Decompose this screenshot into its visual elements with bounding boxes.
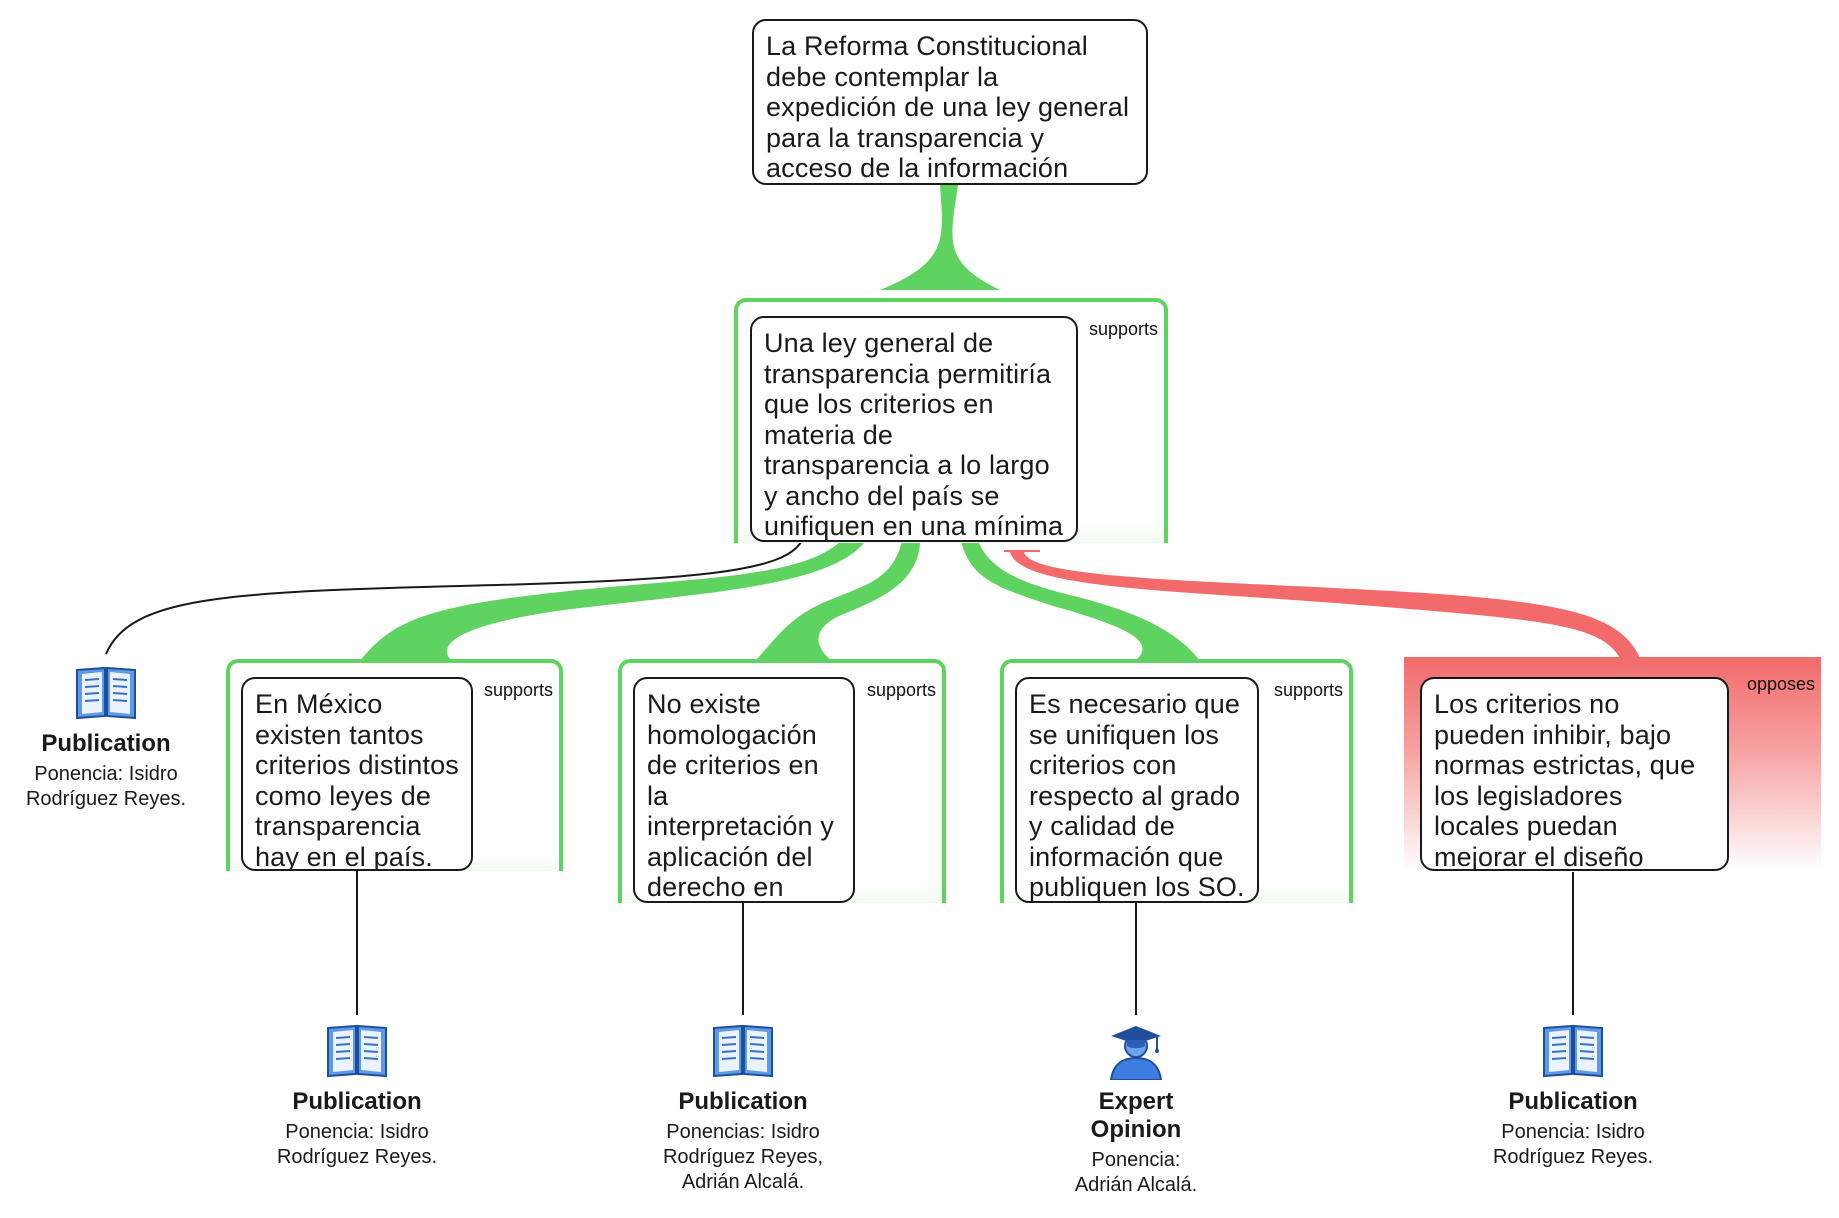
evidence-5-type: Publication (1508, 1088, 1638, 1115)
evidence-5[interactable]: Publication Ponencia: Isidro Rodríguez R… (1473, 1020, 1673, 1170)
evidence-3[interactable]: Publication Ponencias: Isidro Rodríguez … (633, 1020, 853, 1195)
root-claim-node[interactable]: La Reforma Constitucional debe contempla… (752, 19, 1148, 185)
evidence-4[interactable]: Expert Opinion Ponencia: Adrián Alcalá. (1036, 1020, 1236, 1198)
reason-4-node[interactable]: Los criterios no pueden inhibir, bajo no… (1420, 677, 1729, 871)
evidence-3-type: Publication (678, 1088, 808, 1115)
root-claim-text: La Reforma Constitucional debe contempla… (766, 31, 1130, 183)
evidence-1-description: Ponencia: Isidro Rodríguez Reyes. (25, 763, 187, 810)
book-icon (713, 1024, 773, 1078)
reason-3-text: Es necesario que se unifiquen los criter… (1029, 689, 1245, 902)
graduate-icon (1109, 1026, 1163, 1080)
evidence-3-description: Ponencias: Isidro Rodríguez Reyes, Adriá… (662, 1121, 824, 1193)
reason-1-node[interactable]: En México existen tantos criterios disti… (241, 677, 473, 871)
claim-reason-1-connector (360, 536, 869, 661)
claim-evidence-1-link (105, 537, 804, 655)
reason-3-relation-label: supports (1273, 680, 1343, 700)
claim-relation-label: supports (1088, 319, 1158, 339)
claim-reason-3-connector (960, 536, 1200, 661)
reason-1-relation-label: supports (483, 680, 553, 700)
reason-2-node[interactable]: No existe homologación de criterios en l… (633, 677, 855, 903)
claim-text: Una ley general de transparencia permiti… (764, 328, 1064, 541)
reason-2-relation-label: supports (866, 680, 936, 700)
evidence-1[interactable]: Publication Ponencia: Isidro Rodríguez R… (6, 662, 206, 812)
reason-2-text: No existe homologación de criterios en l… (647, 689, 834, 902)
root-claim-connector (880, 185, 1000, 290)
claim-node[interactable]: Una ley general de transparencia permiti… (750, 316, 1078, 542)
claim-reason-2-connector (755, 536, 921, 661)
reason-1-text: En México existen tantos criterios disti… (255, 689, 459, 871)
evidence-5-description: Ponencia: Isidro Rodríguez Reyes. (1492, 1121, 1654, 1168)
evidence-2[interactable]: Publication Ponencia: Isidro Rodríguez R… (257, 1020, 457, 1170)
book-icon (76, 666, 136, 720)
evidence-4-type: Expert Opinion (1090, 1088, 1182, 1143)
claim-reason-4-connector (1010, 552, 1640, 658)
reason-3-node[interactable]: Es necesario que se unifiquen los criter… (1015, 677, 1259, 903)
evidence-2-type: Publication (292, 1088, 422, 1115)
evidence-1-type: Publication (41, 730, 171, 757)
reason-4-text: Los criterios no pueden inhibir, bajo no… (1434, 689, 1696, 871)
book-icon (327, 1024, 387, 1078)
book-icon (1543, 1024, 1603, 1078)
evidence-2-description: Ponencia: Isidro Rodríguez Reyes. (276, 1121, 438, 1168)
reason-4-relation-label: opposes (1746, 674, 1815, 694)
evidence-4-description: Ponencia: Adrián Alcalá. (1074, 1149, 1198, 1196)
